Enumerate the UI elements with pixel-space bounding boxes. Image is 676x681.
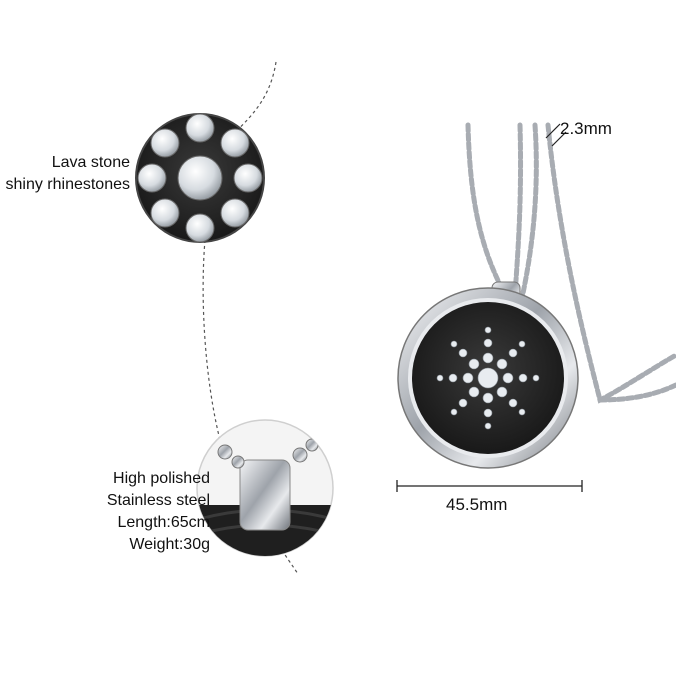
- connector-line-middle: [202, 239, 221, 441]
- chain-width-label: 2.3mm: [560, 119, 612, 138]
- lava-stone-label: Lava stone: [51, 154, 130, 171]
- connector-line-bottom: [274, 539, 299, 575]
- lava-stone-callout: Lava stone shiny rhinestones: [0, 152, 130, 196]
- steel-callout: High polished Stainless steel Length:65c…: [60, 468, 210, 556]
- rhinestone-ring: [137, 113, 263, 243]
- length-label: Length:65cm: [117, 514, 210, 531]
- dimension-diameter-line: [396, 480, 583, 492]
- rhinestones-label: shiny rhinestones: [5, 176, 130, 193]
- dimension-chain-marker: [545, 123, 567, 147]
- pendant-diameter-label: 45.5mm: [446, 495, 508, 514]
- chain: [465, 122, 676, 404]
- material-label: Stainless steel: [106, 492, 210, 509]
- weight-label: Weight:30g: [129, 536, 210, 553]
- zoom-detail-lava-stone: [135, 113, 265, 243]
- pendant-star-pattern: [436, 326, 540, 430]
- finish-label: High polished: [113, 470, 210, 487]
- zoom-detail-bail: [196, 419, 334, 557]
- pendant: [397, 281, 579, 469]
